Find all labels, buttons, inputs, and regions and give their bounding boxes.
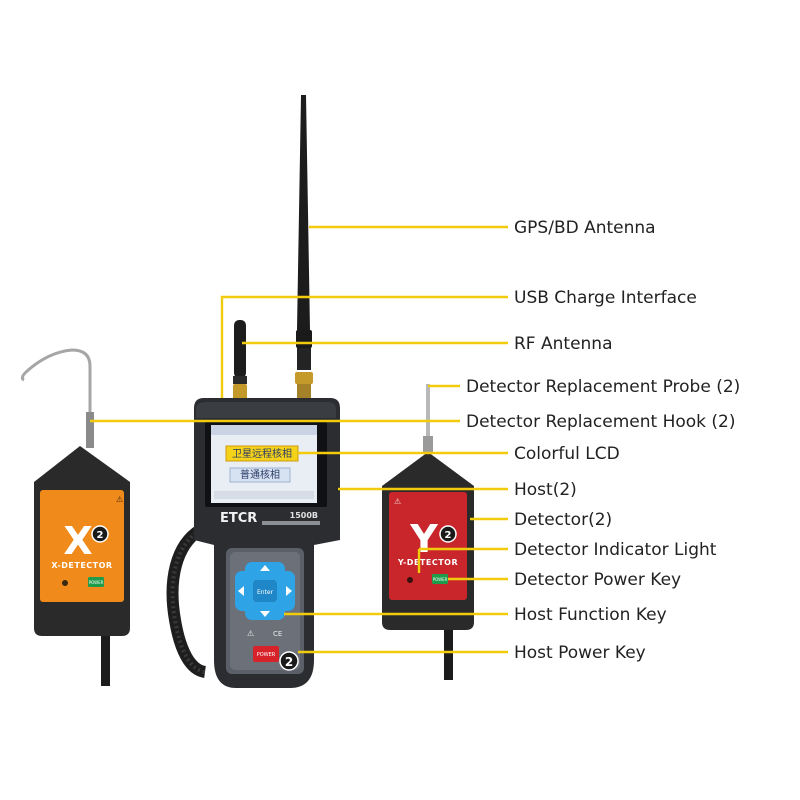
- label-host: Host(2): [514, 480, 577, 500]
- x-warning-icon: ⚠: [116, 495, 123, 504]
- enter-key-label: Enter: [257, 589, 274, 596]
- host-quantity-badge-text: 2: [285, 655, 293, 669]
- label-host-power-key: Host Power Key: [514, 643, 646, 663]
- x-detector-badge-text: 2: [97, 530, 104, 541]
- down-arrow-icon: [260, 611, 270, 617]
- y-detector-letter: Y: [409, 517, 438, 561]
- enter-key[interactable]: [253, 580, 277, 602]
- host-model: 1500B: [290, 511, 318, 520]
- y-warning-icon: ⚠: [394, 497, 401, 506]
- host-quantity-badge: [279, 651, 299, 671]
- gps-antenna: [295, 95, 313, 400]
- label-host-function-key: Host Function Key: [514, 605, 667, 625]
- y-detector: Y 2 Y-DETECTOR POWER ⚠: [382, 384, 474, 680]
- x-detector-face: [40, 490, 124, 602]
- lcd-button-normal[interactable]: [229, 467, 291, 483]
- label-usb-charge-interface: USB Charge Interface: [514, 288, 697, 308]
- y-detector-label: Y-DETECTOR: [397, 558, 458, 567]
- x-detector-rod: [101, 628, 110, 686]
- y-detector-badge: [439, 525, 457, 543]
- host-power-key-label: POWER: [257, 652, 276, 658]
- lcd-button-remote-label: 卫星远程核相: [232, 447, 292, 460]
- left-key[interactable]: [235, 571, 255, 611]
- leader-lines: [90, 225, 508, 654]
- up-arrow-icon: [260, 565, 270, 571]
- x-detector: X 2 X-DETECTOR POWER ⚠: [20, 348, 130, 686]
- y-detector-power-key[interactable]: [432, 574, 448, 584]
- y-detector-power-key-label: POWER: [433, 577, 448, 582]
- label-detector-replacement-probe: Detector Replacement Probe (2): [466, 377, 740, 397]
- label-detector: Detector(2): [514, 510, 612, 530]
- rf-antenna: [233, 320, 247, 400]
- label-detector-power-key: Detector Power Key: [514, 570, 681, 590]
- y-detector-indicator-light: [407, 577, 413, 583]
- leader-usb-charge-interface: [220, 295, 508, 398]
- label-rf-antenna: RF Antenna: [514, 334, 613, 354]
- label-gps-bd-antenna: GPS/BD Antenna: [514, 218, 656, 238]
- host-strap: [166, 524, 207, 678]
- host-device: 卫星远程核相 普通核相 ETCR 1500B Enter ⚠ CE POWER: [166, 398, 340, 688]
- ce-mark-icon: CE: [273, 630, 282, 638]
- label-detector-replacement-hook: Detector Replacement Hook (2): [466, 412, 736, 432]
- y-detector-badge-text: 2: [445, 530, 452, 541]
- x-detector-badge: [91, 525, 109, 543]
- lcd-screen: [211, 425, 317, 503]
- lcd-button-normal-label: 普通核相: [240, 468, 280, 481]
- right-arrow-icon: [286, 586, 292, 596]
- replacement-hook: [20, 348, 92, 418]
- x-detector-power-key-label: POWER: [89, 580, 104, 585]
- right-key[interactable]: [275, 571, 295, 611]
- left-arrow-icon: [238, 586, 244, 596]
- x-detector-letter: X: [63, 519, 92, 563]
- host-power-key[interactable]: [253, 646, 279, 662]
- label-detector-indicator-light: Detector Indicator Light: [514, 540, 717, 560]
- x-detector-power-key[interactable]: [88, 577, 104, 587]
- label-colorful-lcd: Colorful LCD: [514, 444, 620, 464]
- host-function-keys: Enter: [235, 562, 295, 620]
- warning-mark-icon: ⚠: [247, 629, 254, 638]
- x-detector-label: X-DETECTOR: [51, 561, 112, 570]
- host-brand: ETCR: [220, 511, 257, 526]
- x-detector-indicator-light: [62, 580, 68, 586]
- callout-labels: GPS/BD Antenna USB Charge Interface RF A…: [466, 218, 740, 663]
- y-detector-face: [389, 492, 467, 600]
